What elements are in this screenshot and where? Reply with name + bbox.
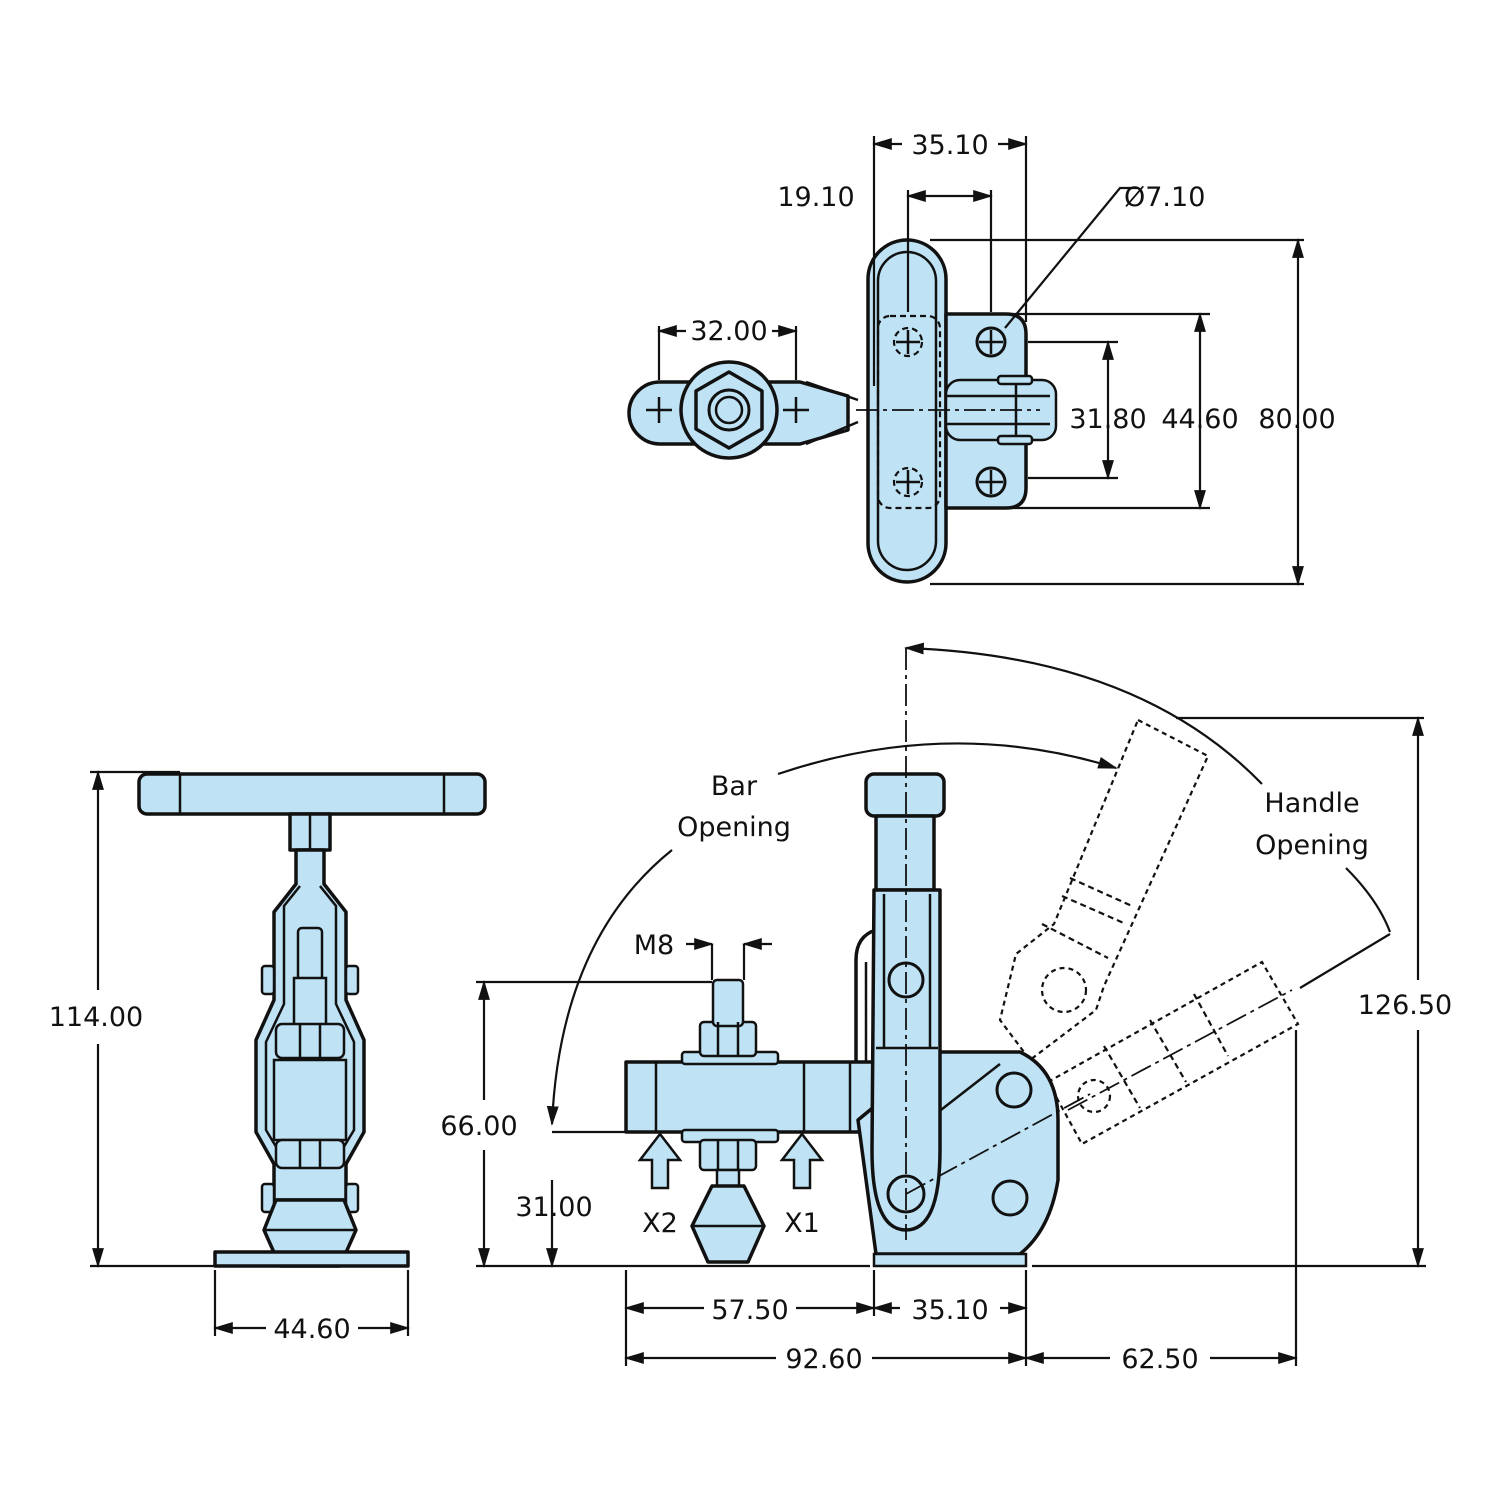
dim-32-00: 32.00 [690, 316, 767, 347]
label-handle-opening-line2: Opening [1255, 830, 1369, 861]
dim-92-60: 92.60 [785, 1344, 862, 1375]
handle-open-position [998, 718, 1300, 1146]
label-bar-opening-line2: Opening [677, 812, 791, 843]
clamp-arm-top [627, 360, 859, 460]
clamp-bar-front [624, 978, 878, 1264]
labels-front: Bar Opening Handle Opening M8 X1 X2 66.0… [440, 771, 1452, 1375]
front-view: Bar Opening Handle Opening M8 X1 X2 66.0… [440, 642, 1452, 1375]
dim-62-50: 62.50 [1121, 1344, 1198, 1375]
dim-114-00: 114.00 [49, 1002, 143, 1033]
dim-57-50: 57.50 [711, 1295, 788, 1326]
label-handle-opening-line1: Handle [1264, 788, 1359, 819]
load-arrows [637, 1131, 825, 1190]
label-x1: X1 [784, 1208, 820, 1239]
label-bar-opening-line1: Bar [711, 771, 758, 802]
dim-80-00: 80.00 [1258, 404, 1335, 435]
dim-126-50: 126.50 [1358, 990, 1452, 1021]
dim-19-10: 19.10 [777, 182, 854, 213]
dim-66-00: 66.00 [440, 1111, 517, 1142]
label-thread-m8: M8 [634, 930, 674, 961]
dim-44-60-side: 44.60 [273, 1314, 350, 1345]
clamp-handle-front [854, 648, 1091, 1240]
mount-holes-top [892, 326, 1007, 498]
dimension-lines-top [657, 136, 1304, 586]
label-x2: X2 [642, 1208, 678, 1239]
dim-44-60-top: 44.60 [1161, 404, 1238, 435]
dim-hole-diameter: Ø7.10 [1124, 182, 1205, 213]
base-side [213, 1250, 410, 1268]
handle-grip-side [137, 772, 487, 816]
dimension-lines-side [90, 770, 410, 1336]
dim-35-10-top: 35.10 [911, 130, 988, 161]
dim-31-80: 31.80 [1069, 404, 1146, 435]
dimension-lines-front [476, 716, 1426, 1366]
dim-35-10-front: 35.10 [911, 1295, 988, 1326]
dim-31-00: 31.00 [515, 1192, 592, 1223]
dimension-text-top: 35.10 19.10 Ø7.10 32.00 31.80 44.60 80.0… [690, 130, 1335, 435]
linkage-side [254, 848, 366, 1268]
side-view: 114.00 44.60 [49, 770, 487, 1345]
opening-arcs [546, 642, 1424, 1126]
top-view: 35.10 19.10 Ø7.10 32.00 31.80 44.60 80.0… [627, 130, 1336, 586]
base-plate-top [856, 312, 1058, 510]
